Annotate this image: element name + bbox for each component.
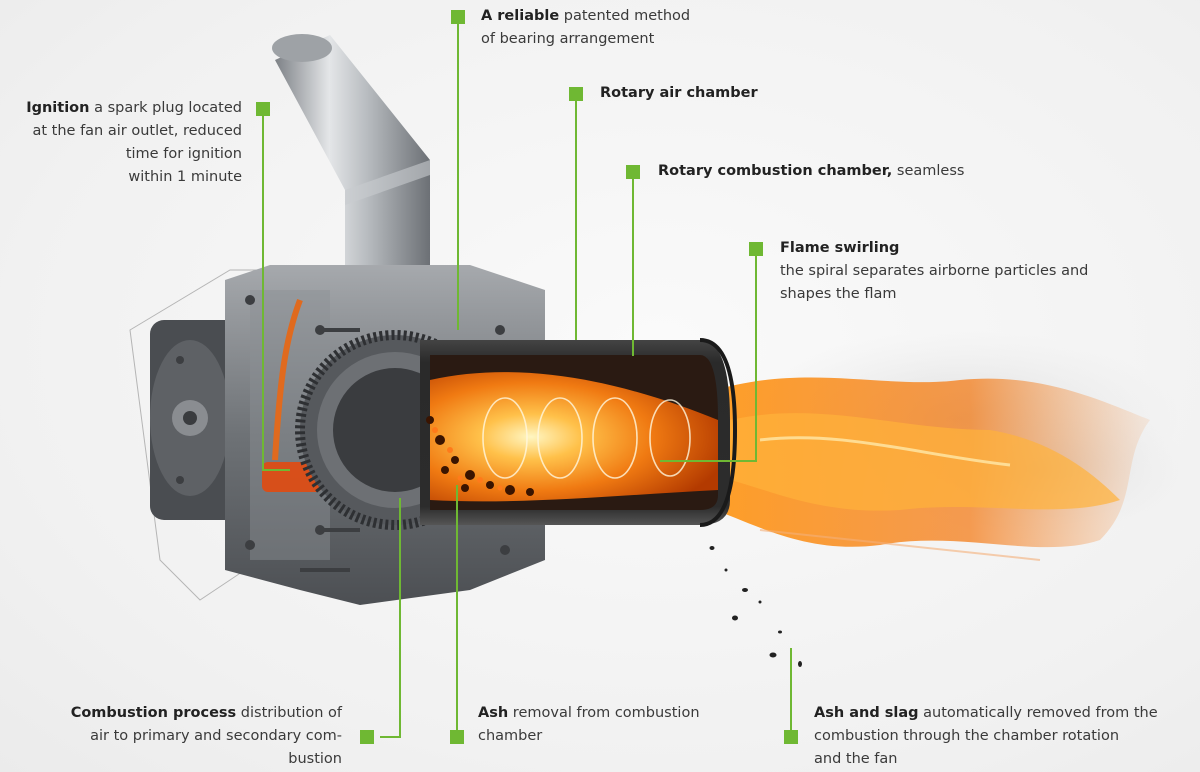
callout-flame-swirling: Flame swirling the spiral separates airb…	[780, 240, 1089, 302]
callout-ignition: Ignition a spark plug located at the fan…	[26, 100, 242, 185]
callout-markers	[256, 10, 798, 744]
callout-ash-removal: Ash removal from combustion chamber	[478, 705, 700, 744]
leader-lines	[262, 24, 792, 738]
callout-rotary-air-chamber: Rotary air chamber	[600, 85, 758, 101]
callout-ash-and-slag: Ash and slag automatically removed from …	[814, 705, 1158, 767]
callout-bearing: A reliable patented method of bearing ar…	[481, 8, 691, 47]
callout-combustion-process: Combustion process distribution of air t…	[70, 705, 342, 767]
callout-rotary-combustion-chamber: Rotary combustion chamber, seamless	[658, 163, 965, 179]
